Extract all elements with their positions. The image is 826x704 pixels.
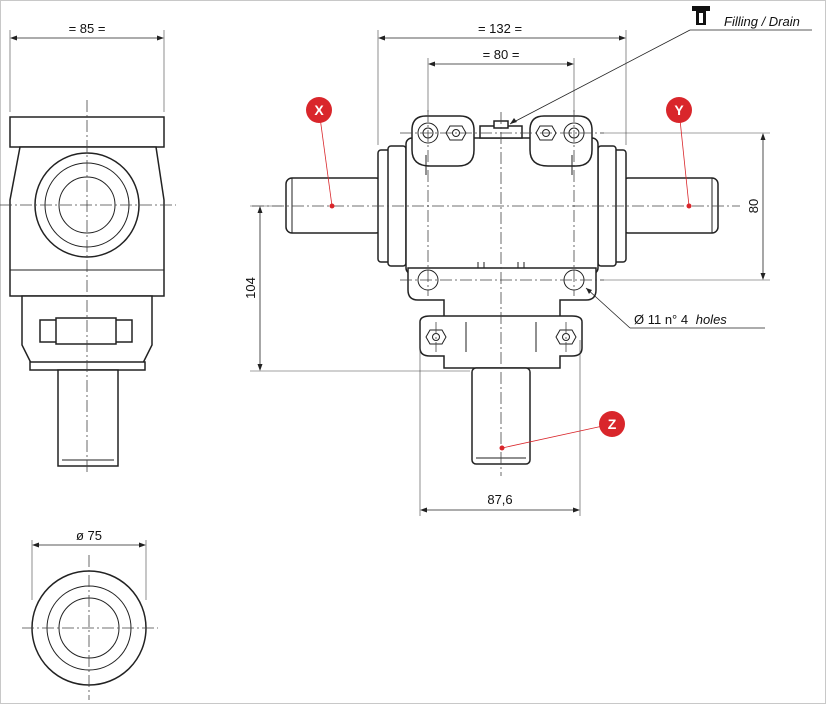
plug-icon xyxy=(692,6,710,11)
holes-label-prefix: Ø 11 n° 4 xyxy=(634,312,692,327)
marker-x-label: X xyxy=(314,102,324,118)
side-shaft xyxy=(57,369,119,467)
dim-overall-width: = 132 = xyxy=(478,21,522,36)
filling-drain-label: Filling / Drain xyxy=(724,14,800,29)
front-view xyxy=(252,110,740,476)
dim-axis-height: 104 xyxy=(243,277,258,299)
top-boss-right xyxy=(529,115,593,167)
annotations: Filling / Drain Ø 11 n° 4 holes xyxy=(509,6,812,329)
marker-y-label: Y xyxy=(674,102,684,118)
bottom-boss xyxy=(407,267,597,321)
marker-z-label: Z xyxy=(608,416,617,432)
bolt-hole xyxy=(417,122,439,144)
dim-side-width: = 85 = xyxy=(69,21,106,36)
holes-label-suffix: holes xyxy=(696,312,728,327)
shaft-y xyxy=(621,177,719,234)
hex-nut xyxy=(555,329,577,345)
markers: X Y Z xyxy=(306,97,692,451)
hex-nut xyxy=(425,329,447,345)
dim-flange-diameter: ø 75 xyxy=(76,528,102,543)
dim-base-width: 87,6 xyxy=(487,492,512,507)
flange-view: ø 75 xyxy=(22,528,158,700)
marker-x xyxy=(306,97,332,123)
front-dimensions: = 132 = = 80 = 80 104 87,6 xyxy=(243,21,770,516)
dim-shaft-height: 80 xyxy=(746,199,761,213)
marker-y xyxy=(666,97,692,123)
side-view: = 85 = xyxy=(0,21,176,475)
holes-label: Ø 11 n° 4 holes xyxy=(634,312,727,327)
dim-bolt-spacing: = 80 = xyxy=(483,47,520,62)
marker-z xyxy=(599,411,625,437)
